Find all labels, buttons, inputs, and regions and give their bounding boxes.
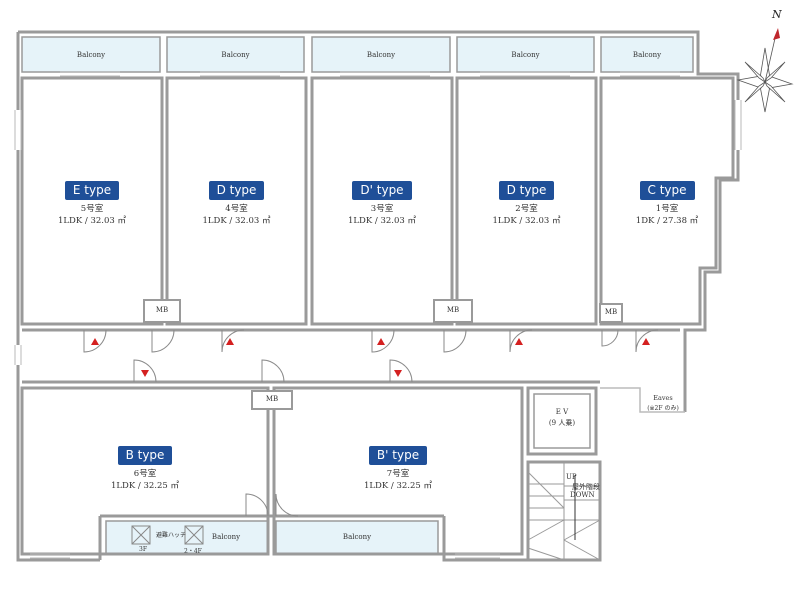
unit-type-badge: D type <box>498 181 555 200</box>
eaves-label: Eaves <box>653 394 673 402</box>
unit-type-badge: D' type <box>352 181 412 200</box>
walls <box>16 30 740 562</box>
stair-down-label: DOWN <box>570 491 595 499</box>
balcony-label: Balcony <box>211 533 241 541</box>
stair-up-label: UP <box>566 473 577 481</box>
room-spec: 1LDK / 32.25 ㎡ <box>110 481 180 491</box>
balcony-label: Balcony <box>632 51 662 59</box>
escape-hatch-marks <box>131 525 204 545</box>
room-number: 5号室 <box>80 204 104 214</box>
balcony-label: Balcony <box>366 51 396 59</box>
balcony-room-2 <box>456 36 595 73</box>
unit-type-badge: E type <box>64 181 120 200</box>
unit-room-3: D' type 3号室 1LDK / 32.03 ㎡ <box>312 181 452 227</box>
mb-label: MB <box>265 395 279 403</box>
balcony-label: Balcony <box>342 533 372 541</box>
stair-name-label: 屋外階段 <box>572 483 600 491</box>
unit-room-7: B' type 7号室 1LDK / 32.25 ㎡ <box>274 446 522 492</box>
north-arrow-icon <box>773 28 780 40</box>
north-label: N <box>772 8 782 21</box>
escape-hatch-label: 避難ハッチ <box>156 532 187 539</box>
unit-room-2: D type 2号室 1LDK / 32.03 ㎡ <box>457 181 596 227</box>
door-swings <box>83 329 659 517</box>
compass-rose <box>736 28 794 113</box>
room-spec: 1LDK / 32.03 ㎡ <box>347 216 417 226</box>
balcony-label: Balcony <box>511 51 540 59</box>
unit-type-badge: B type <box>117 446 173 465</box>
room-spec: 1LDK / 32.03 ㎡ <box>492 216 561 226</box>
entrance-markers <box>91 338 650 377</box>
room-spec: 1LDK / 32.03 ㎡ <box>202 216 271 226</box>
stair-treads <box>527 462 601 561</box>
unit-room-1: C type 1号室 1DK / 27.38 ㎡ <box>601 181 733 227</box>
unit-room-5: E type 5号室 1LDK / 32.03 ㎡ <box>22 181 162 227</box>
eaves-outline <box>600 387 685 413</box>
window-marks <box>14 71 742 559</box>
hatch-floor-label: 2・4F <box>184 548 202 555</box>
mb-label: MB <box>604 308 618 316</box>
room-number: 7号室 <box>386 469 410 479</box>
balcony-label: Balcony <box>76 51 106 59</box>
unit-type-badge: C type <box>639 181 695 200</box>
room-number: 2号室 <box>515 204 538 214</box>
unit-type-badge: B' type <box>368 446 428 465</box>
mb-label: MB <box>155 306 169 314</box>
mb-label: MB <box>446 306 460 314</box>
hatch-floor-label: 3F <box>139 546 147 553</box>
unit-room-6: B type 6号室 1LDK / 32.25 ㎡ <box>22 446 268 492</box>
room-number: 4号室 <box>225 204 248 214</box>
room-number: 1号室 <box>655 204 679 214</box>
room-spec: 1LDK / 32.25 ㎡ <box>363 481 433 491</box>
balcony-room-4 <box>166 36 305 73</box>
elevator-label: E V <box>555 408 569 416</box>
eaves-note: (※2F のみ) <box>647 405 679 412</box>
balcony-label: Balcony <box>221 51 250 59</box>
room-number: 6号室 <box>133 469 157 479</box>
room-spec: 1LDK / 32.03 ㎡ <box>57 216 127 226</box>
mb-boxes <box>143 299 623 410</box>
elevator-capacity: (9 人乗) <box>548 419 576 427</box>
room-spec: 1DK / 27.38 ㎡ <box>635 216 699 226</box>
balcony-room-5 <box>21 36 161 73</box>
unit-room-4: D type 4号室 1LDK / 32.03 ㎡ <box>167 181 306 227</box>
unit-type-badge: D type <box>208 181 265 200</box>
room-number: 3号室 <box>370 204 394 214</box>
